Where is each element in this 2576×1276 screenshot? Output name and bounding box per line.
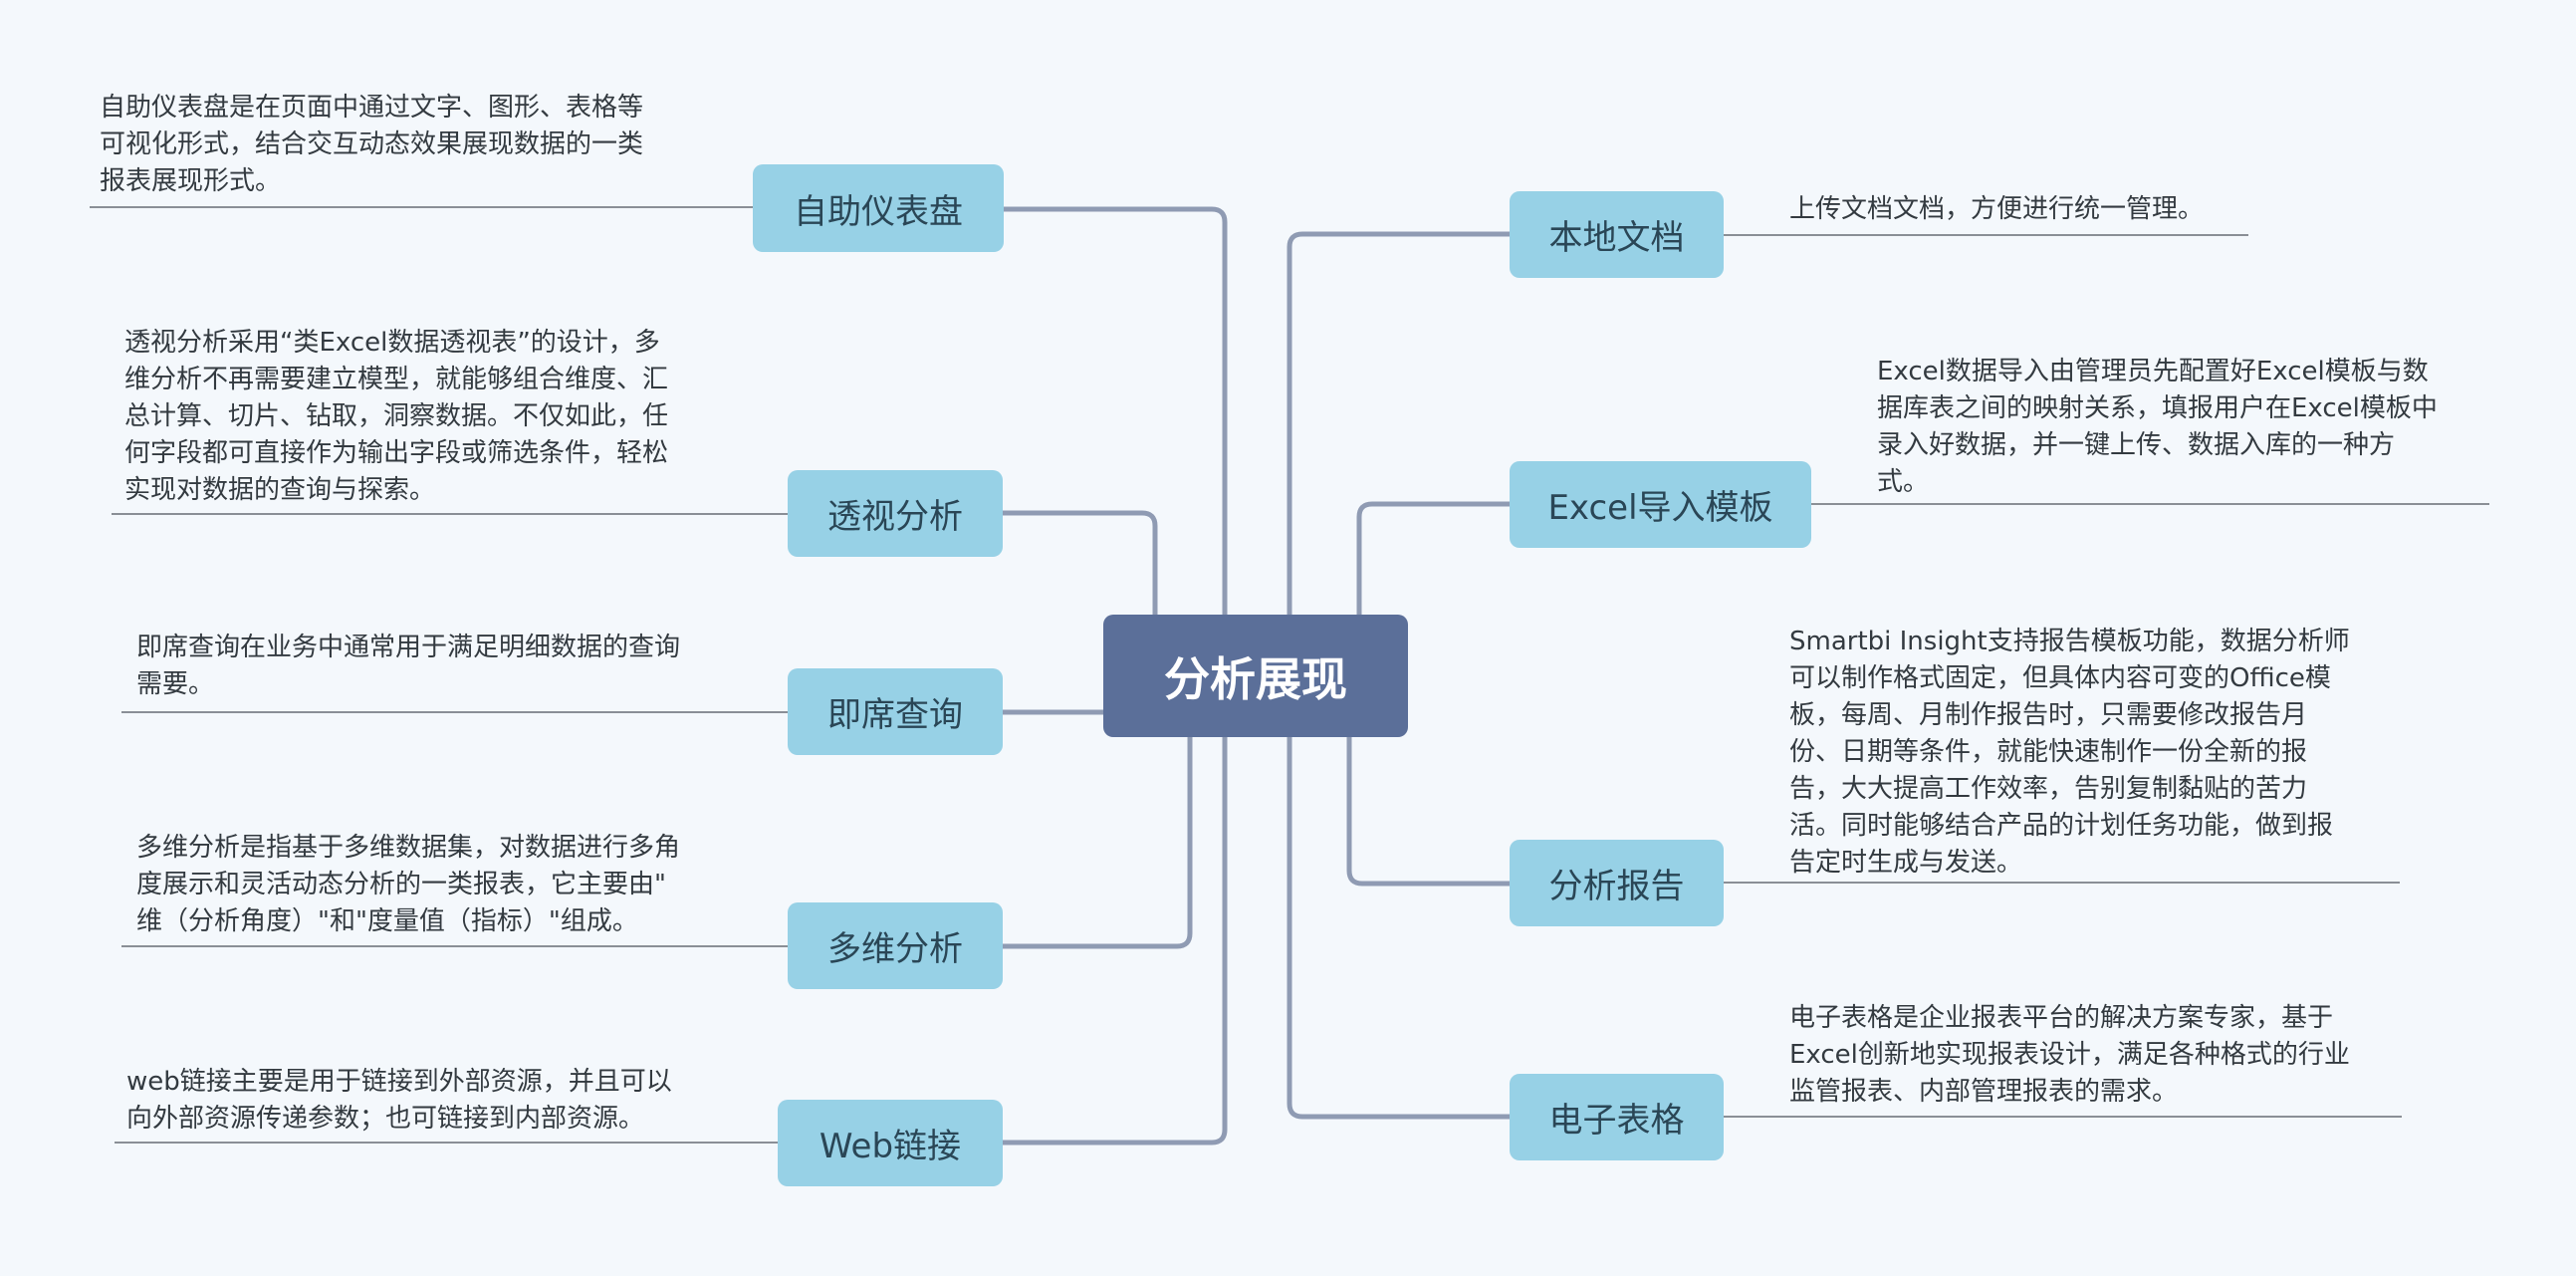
- node-spreadsheet[interactable]: 电子表格: [1510, 1074, 1724, 1160]
- connector-web: [1000, 734, 1228, 1146]
- description-web-link: web链接主要是用于链接到外部资源，并且可以 向外部资源传递参数；也可链接到内部…: [126, 1067, 672, 1134]
- description-multidimensional-analysis: 多维分析是指基于多维数据集，对数据进行多角 度展示和灵活动态分析的一类报表，它主…: [136, 833, 681, 936]
- connector-spreadsheet: [1287, 734, 1513, 1120]
- node-web-link[interactable]: Web链接: [778, 1100, 1003, 1186]
- node-self-service-dashboard[interactable]: 自助仪表盘: [753, 164, 1004, 252]
- node-analysis-report[interactable]: 分析报告: [1510, 840, 1724, 926]
- node-pivot-analysis[interactable]: 透视分析: [788, 470, 1003, 557]
- connector-dashboard: [1000, 206, 1228, 618]
- connector-multidim: [1000, 734, 1193, 949]
- description-excel-import-template: Excel数据导入由管理员先配置好Excel模板与数 据库表之间的映射关系，填报…: [1877, 357, 2438, 497]
- description-analysis-report: Smartbi Insight支持报告模板功能，数据分析师 可以制作格式固定，但…: [1789, 627, 2350, 878]
- description-self-service-dashboard: 自助仪表盘是在页面中通过文字、图形、表格等 可视化形式，结合交互动态效果展现数据…: [100, 93, 644, 196]
- description-spreadsheet: 电子表格是企业报表平台的解决方案专家，基于 Excel创新地实现报表设计，满足各…: [1789, 1003, 2350, 1107]
- node-local-document[interactable]: 本地文档: [1510, 191, 1724, 278]
- node-ad-hoc-query[interactable]: 即席查询: [788, 668, 1003, 755]
- description-pivot-analysis: 透视分析采用“类Excel数据透视表”的设计，多 维分析不再需要建立模型，就能够…: [124, 328, 669, 505]
- description-ad-hoc-query: 即席查询在业务中通常用于满足明细数据的查询 需要。: [136, 633, 681, 699]
- node-multidimensional-analysis[interactable]: 多维分析: [788, 902, 1003, 989]
- connector-pivot: [1000, 510, 1158, 618]
- node-excel-import-template[interactable]: Excel导入模板: [1510, 461, 1811, 548]
- connector-excel-template: [1356, 501, 1513, 618]
- connector-local-doc: [1287, 231, 1513, 618]
- connector-report: [1346, 734, 1513, 887]
- description-local-document: 上传文档文档，方便进行统一管理。: [1789, 194, 2205, 224]
- center-node[interactable]: 分析展现: [1103, 615, 1408, 737]
